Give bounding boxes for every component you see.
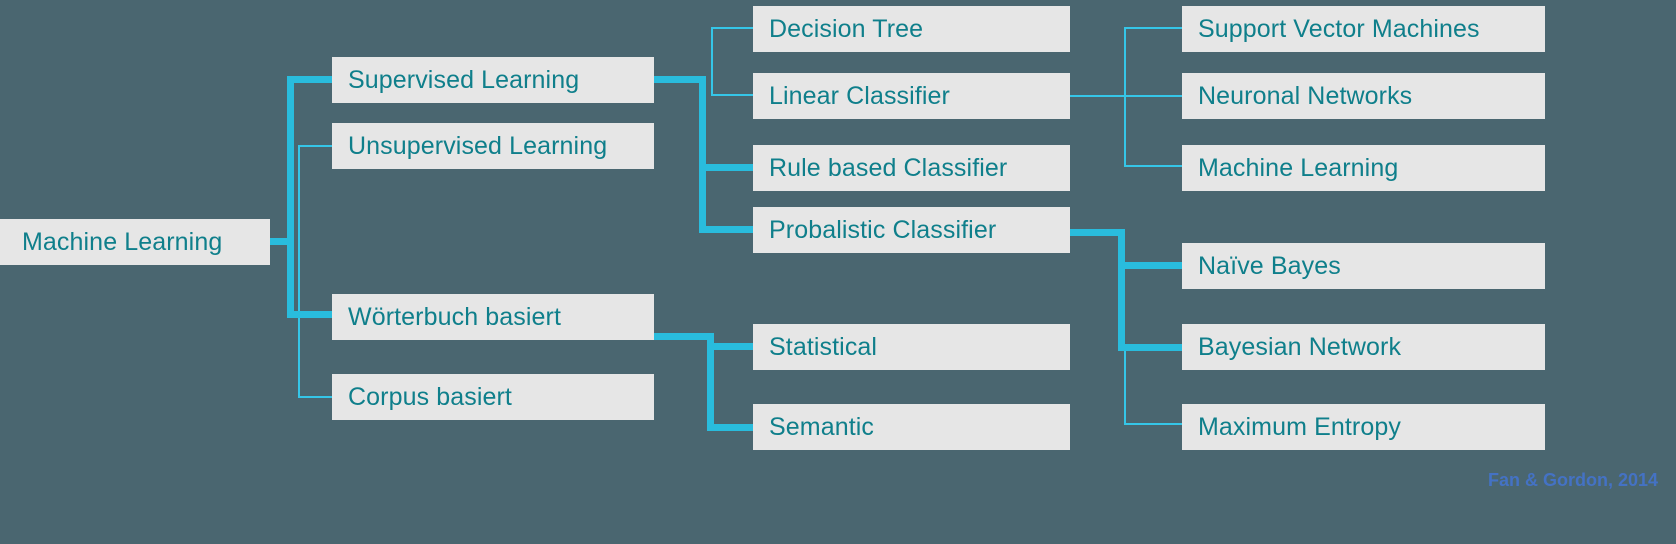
connector-root-trunk: [287, 76, 294, 318]
connector-root-to-woerterbuch: [287, 311, 333, 318]
connector-linear-to-ml: [1124, 165, 1182, 167]
connector-probalistic-stub: [1070, 229, 1125, 236]
node-decision-tree[interactable]: Decision Tree: [753, 6, 1070, 52]
node-bayesian-network[interactable]: Bayesian Network: [1182, 324, 1545, 370]
node-statistical[interactable]: Statistical: [753, 324, 1070, 370]
node-machine-learning-root[interactable]: Machine Learning: [0, 219, 270, 265]
connector-supervised-to-rule-based: [699, 164, 753, 171]
node-supervised-learning[interactable]: Supervised Learning: [332, 57, 654, 103]
connector-probalistic-to-bayesian-network: [1118, 344, 1182, 351]
node-machine-learning-leaf[interactable]: Machine Learning: [1182, 145, 1545, 191]
connector-woerterbuch-trunk: [707, 333, 714, 431]
node-label: Rule based Classifier: [769, 153, 1008, 182]
connector-probalistic-to-naive-bayes: [1118, 262, 1182, 269]
connector-root-thin-riser: [298, 145, 300, 398]
node-linear-classifier[interactable]: Linear Classifier: [753, 73, 1070, 119]
node-maximum-entropy[interactable]: Maximum Entropy: [1182, 404, 1545, 450]
connector-probalistic-trunk: [1118, 229, 1125, 351]
node-support-vector-machines[interactable]: Support Vector Machines: [1182, 6, 1545, 52]
node-naive-bayes[interactable]: Naïve Bayes: [1182, 243, 1545, 289]
node-label: Supervised Learning: [348, 65, 580, 94]
node-neuronal-networks[interactable]: Neuronal Networks: [1182, 73, 1545, 119]
node-label: Probalistic Classifier: [769, 215, 997, 244]
connector-probalistic-thin-riser: [1124, 351, 1126, 424]
connector-woerterbuch-stub: [654, 333, 714, 340]
connector-supervised-to-decision-tree: [711, 27, 753, 29]
node-label: Bayesian Network: [1198, 332, 1402, 361]
node-label: Linear Classifier: [769, 81, 950, 110]
connector-probalistic-to-maximum-entropy: [1124, 423, 1182, 425]
connector-woerterbuch-to-semantic: [707, 424, 753, 431]
node-woerterbuch-basiert[interactable]: Wörterbuch basiert: [332, 294, 654, 340]
connector-supervised-to-probalistic: [699, 226, 753, 233]
connector-linear-to-neuronal: [1124, 95, 1182, 97]
connector-woerterbuch-to-statistical: [707, 343, 753, 350]
connector-root-stub: [270, 238, 294, 245]
node-label: Machine Learning: [22, 227, 223, 256]
node-label: Machine Learning: [1198, 153, 1399, 182]
node-label: Corpus basiert: [348, 382, 512, 411]
node-label: Semantic: [769, 412, 875, 441]
node-label: Wörterbuch basiert: [348, 302, 561, 331]
node-label: Statistical: [769, 332, 878, 361]
node-semantic[interactable]: Semantic: [753, 404, 1070, 450]
connector-supervised-thin-riser: [711, 27, 713, 96]
connector-linear-to-svm: [1124, 27, 1182, 29]
node-label: Decision Tree: [769, 14, 924, 43]
node-label: Support Vector Machines: [1198, 14, 1480, 43]
connector-root-to-corpus: [298, 396, 333, 398]
node-label: Unsupervised Learning: [348, 131, 608, 160]
node-label: Neuronal Networks: [1198, 81, 1413, 110]
node-rule-based-classifier[interactable]: Rule based Classifier: [753, 145, 1070, 191]
connector-supervised-trunk: [699, 76, 706, 228]
connector-linear-right-trunk: [1124, 27, 1126, 167]
node-label: Naïve Bayes: [1198, 251, 1341, 280]
node-unsupervised-learning[interactable]: Unsupervised Learning: [332, 123, 654, 169]
connector-linear-stub: [1070, 95, 1125, 97]
node-label: Maximum Entropy: [1198, 412, 1401, 441]
connector-supervised-stub: [654, 76, 706, 83]
source-credit: Fan & Gordon, 2014: [1487, 470, 1658, 490]
connector-supervised-to-linear-classifier: [711, 94, 753, 96]
node-probalistic-classifier[interactable]: Probalistic Classifier: [753, 207, 1070, 253]
connector-root-to-supervised: [287, 76, 333, 83]
node-corpus-basiert[interactable]: Corpus basiert: [332, 374, 654, 420]
connector-root-to-unsupervised: [298, 145, 333, 147]
